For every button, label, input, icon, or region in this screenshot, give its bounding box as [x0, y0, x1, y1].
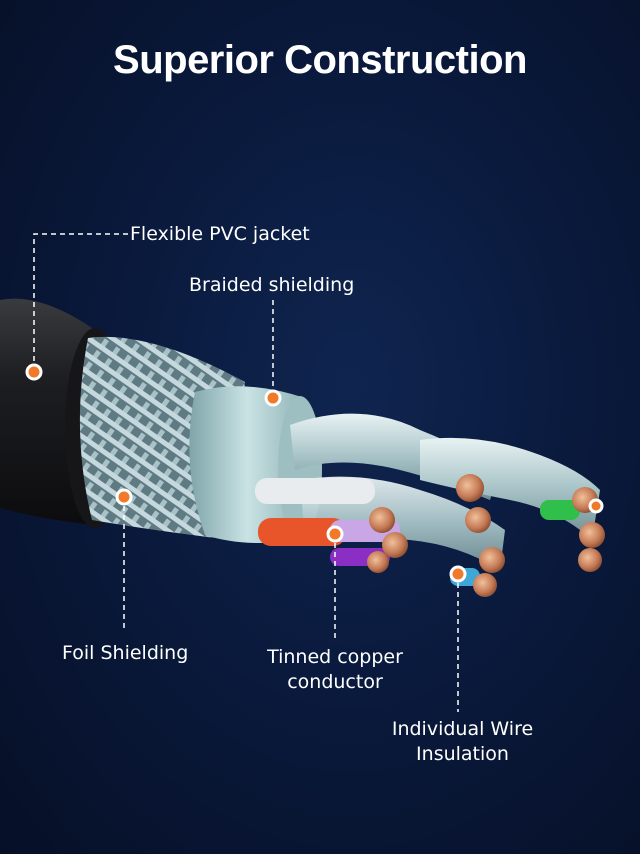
orange-wire — [258, 518, 346, 546]
label-insulation-line2: Insulation — [416, 743, 509, 765]
copper-end — [473, 573, 497, 597]
marker-dot — [25, 363, 43, 381]
copper-end — [579, 522, 605, 548]
marker-dot — [264, 389, 282, 407]
page-title: Superior Construction — [113, 38, 527, 82]
copper-end — [456, 474, 484, 502]
label-foil-shielding: Foil Shielding — [62, 642, 189, 664]
white-wire — [255, 478, 375, 504]
label-flexible-pvc-jacket: Flexible PVC jacket — [130, 223, 310, 245]
copper-end — [465, 507, 491, 533]
copper-end — [382, 532, 408, 558]
marker-dot — [326, 525, 344, 543]
copper-end — [369, 507, 395, 533]
label-tinned-copper-line1: Tinned copper — [267, 646, 403, 668]
callout-line-jacket — [33, 233, 128, 372]
marker-dot — [588, 498, 604, 514]
copper-end — [479, 547, 505, 573]
label-tinned-copper-line2: conductor — [287, 671, 383, 693]
marker-dot — [115, 488, 133, 506]
green-wire — [540, 500, 580, 520]
copper-end — [578, 548, 602, 572]
marker-dot — [449, 565, 467, 583]
label-insulation-line1: Individual Wire — [391, 718, 534, 740]
copper-end — [367, 551, 389, 573]
label-braided-shielding: Braided shielding — [189, 274, 355, 296]
